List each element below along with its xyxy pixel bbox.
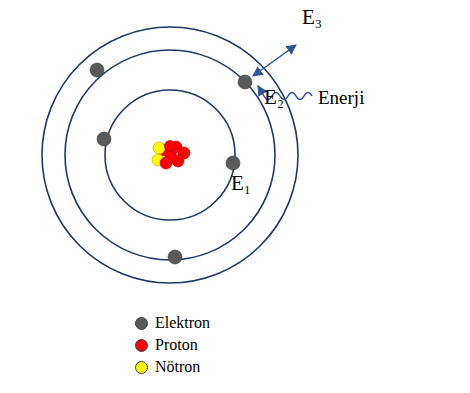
outer-shell — [42, 27, 298, 283]
electrons — [90, 63, 252, 264]
legend-text: Proton — [155, 336, 198, 354]
legend-swatch — [135, 339, 148, 352]
middle-shell — [65, 50, 275, 260]
legend-swatch — [135, 361, 148, 374]
legend-swatch — [135, 317, 148, 330]
inner-shell — [105, 90, 235, 220]
energy-label: Enerji — [318, 88, 364, 109]
energy-level-label: E₂ — [264, 86, 284, 109]
nucleus — [152, 141, 190, 170]
energy-level-label: E₃ — [302, 6, 322, 29]
energy-gap-arrow — [253, 45, 296, 76]
legend-text: Elektron — [155, 314, 210, 332]
legend-text: Nötron — [155, 358, 200, 376]
energy-level-label: E₁ — [231, 172, 251, 195]
